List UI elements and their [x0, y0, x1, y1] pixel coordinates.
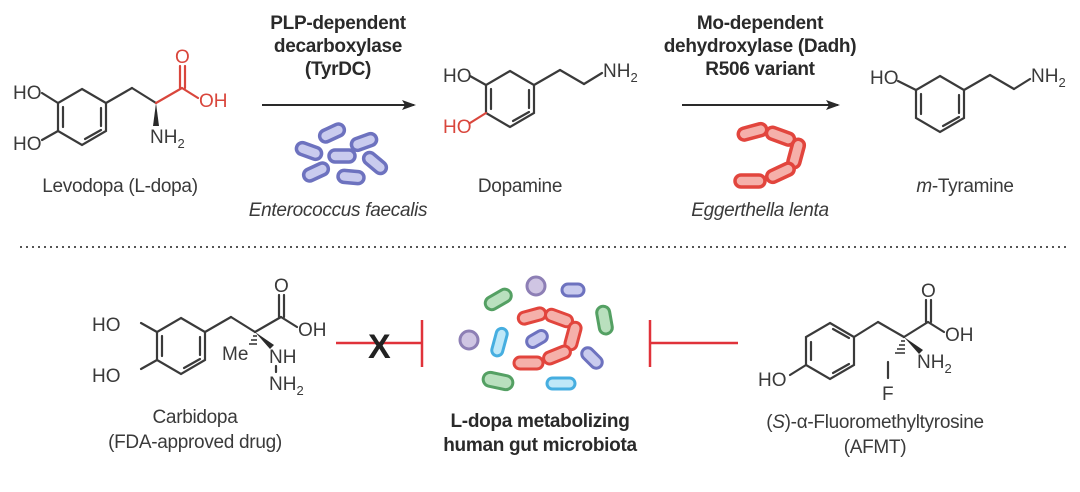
hydroxyl-label: HO: [13, 134, 42, 155]
eggerthella-label: Eggerthella lenta: [691, 200, 829, 221]
amine-label: NH2: [917, 352, 952, 376]
carbonyl-oxygen-label: O: [274, 276, 289, 297]
name-line: (S)-α-Fluoromethyltyrosine: [766, 412, 984, 433]
name-rest: -α-Fluoromethyltyrosine: [790, 412, 984, 433]
lenta-cell: [516, 306, 548, 326]
microbiota-label: L-dopa metabolizing human gut microbiota: [420, 410, 660, 458]
microbiota-cluster: [458, 275, 614, 392]
carbidopa-name: Carbidopa (FDA-approved drug): [80, 405, 310, 455]
enzyme-line: Mo-dependent: [696, 13, 824, 34]
eggerthella-chain: [733, 121, 807, 189]
amine-label: NH2: [603, 61, 638, 85]
step2-enzyme-label: Mo-dependent dehydroxylase (Dadh) R506 v…: [655, 12, 865, 81]
dopamine-structure: HO HO NH2: [443, 61, 638, 138]
name-line: (AFMT): [843, 437, 907, 458]
m-tyramine-name: m-Tyramine: [895, 176, 1035, 198]
m-tyramine-structure: HO NH2: [870, 66, 1066, 134]
dopamine-name: Dopamine: [477, 176, 563, 197]
carboxyl-oh-label: OH: [298, 320, 327, 341]
name-line: (FDA-approved drug): [108, 432, 282, 453]
amine-label: NH2: [1031, 66, 1066, 90]
hydroxyl-label: HO: [13, 83, 42, 104]
carboxyl-oh-label: OH: [945, 325, 974, 346]
label-line: human gut microbiota: [443, 435, 637, 456]
afmt-inhibition-arrow: [648, 320, 738, 367]
hydrazine-nh-label: NH: [269, 347, 296, 368]
step1-enzyme-label: PLP-dependent decarboxylase (TyrDC): [248, 12, 428, 81]
methyl-label: Me: [222, 344, 248, 365]
carboxyl-oh-label: OH: [199, 91, 228, 112]
fluorine-label: F: [882, 384, 894, 405]
enzyme-line: PLP-dependent: [270, 13, 406, 34]
label-line: L-dopa metabolizing: [450, 411, 630, 432]
coccus-cell: [525, 275, 547, 297]
cyan-cell: [545, 376, 577, 391]
green-cell: [481, 370, 515, 392]
blocked-inhibition-arrow: [336, 320, 424, 367]
stereo-descriptor: S: [772, 412, 785, 433]
cyan-cell: [490, 326, 509, 358]
enterococcus-cells: [294, 122, 389, 186]
levodopa-structure: HO HO NH2 O OH: [13, 47, 228, 155]
hydroxyl-label: HO: [758, 370, 787, 391]
blue-cell: [580, 346, 604, 370]
lenta-cell: [512, 355, 545, 371]
hydroxyl-label: HO: [92, 366, 121, 387]
enzyme-line: R506 variant: [705, 59, 815, 80]
blocked-x-icon: X: [368, 328, 391, 366]
blue-cell: [560, 282, 586, 298]
hydroxyl-label: HO: [443, 66, 472, 87]
green-cell: [595, 304, 614, 336]
blue-cell: [525, 329, 549, 349]
amine-label: NH2: [150, 127, 185, 151]
hydroxyl-label: HO: [870, 68, 899, 89]
name-line: Carbidopa: [152, 407, 238, 428]
name-suffix: -Tyramine: [931, 176, 1014, 197]
enzyme-line: decarboxylase: [273, 36, 403, 57]
coccus-cell: [458, 329, 480, 351]
hydroxyl-label: HO: [92, 315, 121, 336]
enzyme-line: dehydroxylase (Dadh): [663, 36, 857, 57]
enterococcus-label: Enterococcus faecalis: [248, 200, 428, 221]
hydroxyl-removed-label: HO: [443, 117, 472, 138]
enzyme-line: (TyrDC): [304, 59, 372, 80]
carbonyl-oxygen-label: O: [921, 281, 936, 302]
name-prefix: m: [916, 176, 932, 197]
green-cell: [483, 287, 513, 312]
afmt-structure: HO O OH NH2 F: [758, 281, 974, 405]
carbidopa-structure: HO HO O OH Me NH NH2: [92, 276, 327, 398]
lenta-cell: [542, 344, 572, 366]
carbonyl-oxygen-label: O: [175, 47, 190, 68]
levodopa-name: Levodopa (L-dopa): [42, 176, 198, 197]
afmt-name: (S)-α-Fluoromethyltyrosine (AFMT): [730, 410, 1020, 460]
hydrazine-nh2-label: NH2: [269, 374, 304, 398]
